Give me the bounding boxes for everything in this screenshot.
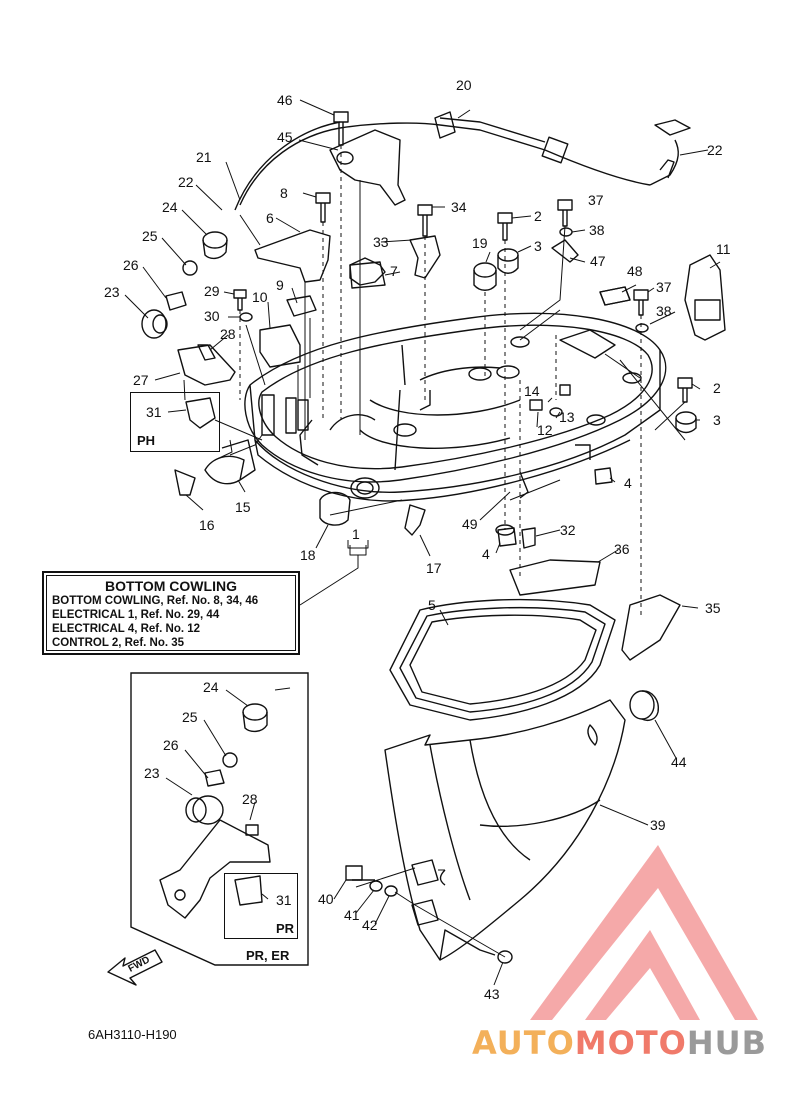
part-label: 27 <box>133 372 149 388</box>
part-label: 48 <box>627 263 643 279</box>
part-label: 43 <box>484 986 500 1002</box>
part-label: 4 <box>624 475 632 491</box>
part-label: 8 <box>280 185 288 201</box>
cowling-seal <box>389 598 616 721</box>
group-label: 1 <box>352 526 360 542</box>
part-label: 19 <box>472 235 488 251</box>
inset-frame-outline <box>130 672 309 966</box>
part-label: 3 <box>534 238 542 254</box>
part-label: 36 <box>614 541 630 557</box>
part-label: 6 <box>266 210 274 226</box>
part-label: 24 <box>162 199 178 215</box>
part-label: 23 <box>144 765 160 781</box>
info-line: ELECTRICAL 1, Ref. No. 29, 44 <box>52 609 220 621</box>
pr-bracket <box>159 819 271 919</box>
part-label: 21 <box>196 149 212 165</box>
part-label: 26 <box>163 737 179 753</box>
info-box: BOTTOM COWLING BOTTOM COWLING, Ref. No. … <box>42 571 300 655</box>
part-label: 44 <box>671 754 687 770</box>
part-label: 28 <box>242 791 258 807</box>
part-label: 26 <box>123 257 139 273</box>
part-label: 22 <box>707 142 723 158</box>
ph-variant-box: PH <box>130 392 220 452</box>
watermark-logo <box>530 845 758 1020</box>
part-label: 11 <box>716 241 731 257</box>
part-label: 34 <box>451 199 467 215</box>
part-label: 2 <box>713 380 721 396</box>
part-label: 14 <box>524 383 540 399</box>
part-label: 13 <box>559 409 575 425</box>
lower-cowling-shell <box>384 699 626 961</box>
part-label: 15 <box>235 499 251 515</box>
catalog-number: 6AH3110-H190 <box>88 1027 177 1042</box>
watermark-part-moto: MOTO <box>574 1024 687 1062</box>
part-label: 38 <box>656 303 672 319</box>
watermark-part-hub: HUB <box>686 1024 768 1062</box>
ph-label: PH <box>137 433 156 448</box>
clamps <box>174 397 536 926</box>
watermark-text: AUTOMOTOHUB <box>472 1024 767 1062</box>
part-label: 35 <box>705 600 721 616</box>
part-label: 10 <box>252 289 268 305</box>
part-label: 25 <box>182 709 198 725</box>
part-label: 3 <box>713 412 721 428</box>
part-label: 45 <box>277 129 293 145</box>
fwd-arrow <box>107 949 163 986</box>
leader-lines <box>183 145 686 958</box>
part-label: 42 <box>362 917 378 933</box>
pr-variant-box: PR <box>224 873 298 939</box>
info-line: CONTROL 2, Ref. No. 35 <box>52 637 185 649</box>
part-label: 32 <box>560 522 576 538</box>
part-label: 18 <box>300 547 316 563</box>
part-label: 24 <box>203 679 219 695</box>
part-label: 22 <box>178 174 194 190</box>
part-label: 30 <box>204 308 220 324</box>
pads <box>259 261 631 368</box>
part-label: 33 <box>373 234 389 250</box>
part-label: 37 <box>588 192 604 208</box>
part-label: 46 <box>277 92 293 108</box>
part-label: 41 <box>344 907 360 923</box>
part-label: 12 <box>537 422 553 438</box>
info-box-title: BOTTOM COWLING <box>105 578 237 594</box>
part-label: 29 <box>204 283 220 299</box>
group-bracket <box>347 540 369 549</box>
info-line: ELECTRICAL 4, Ref. No. 12 <box>52 623 201 635</box>
pr-er-label: PR, ER <box>246 948 290 963</box>
cable <box>234 111 691 211</box>
info-line: BOTTOM COWLING, Ref. No. 8, 34, 46 <box>52 595 259 607</box>
part-label: 23 <box>104 284 120 300</box>
part-label: 49 <box>462 516 478 532</box>
part-label: 47 <box>590 253 606 269</box>
bottom-cowling-tray <box>244 312 667 536</box>
part-label: 5 <box>428 597 436 613</box>
part-label: 28 <box>220 326 236 342</box>
part-label: 38 <box>589 222 605 238</box>
gear-parts <box>165 231 268 787</box>
part-label: 20 <box>456 77 472 93</box>
part-label: 7 <box>390 263 398 279</box>
part-label: 17 <box>426 560 442 576</box>
label-leaders <box>124 99 721 986</box>
grommets <box>141 248 697 825</box>
bolts <box>197 111 693 881</box>
pr-er-inset-frame: PR, ER <box>130 672 309 966</box>
part-label: 40 <box>318 891 334 907</box>
part-label: 16 <box>199 517 215 533</box>
part-label: 25 <box>142 228 158 244</box>
part-label: 37 <box>656 279 672 295</box>
watermark-part-auto: AUTO <box>472 1024 575 1062</box>
part-label: 31 <box>146 404 162 420</box>
part-label: 31 <box>276 892 292 908</box>
part-label: 2 <box>534 208 542 224</box>
part-label: 9 <box>276 277 284 293</box>
part-label: 4 <box>482 546 490 562</box>
part-label: 39 <box>650 817 666 833</box>
pr-label: PR <box>276 921 295 936</box>
